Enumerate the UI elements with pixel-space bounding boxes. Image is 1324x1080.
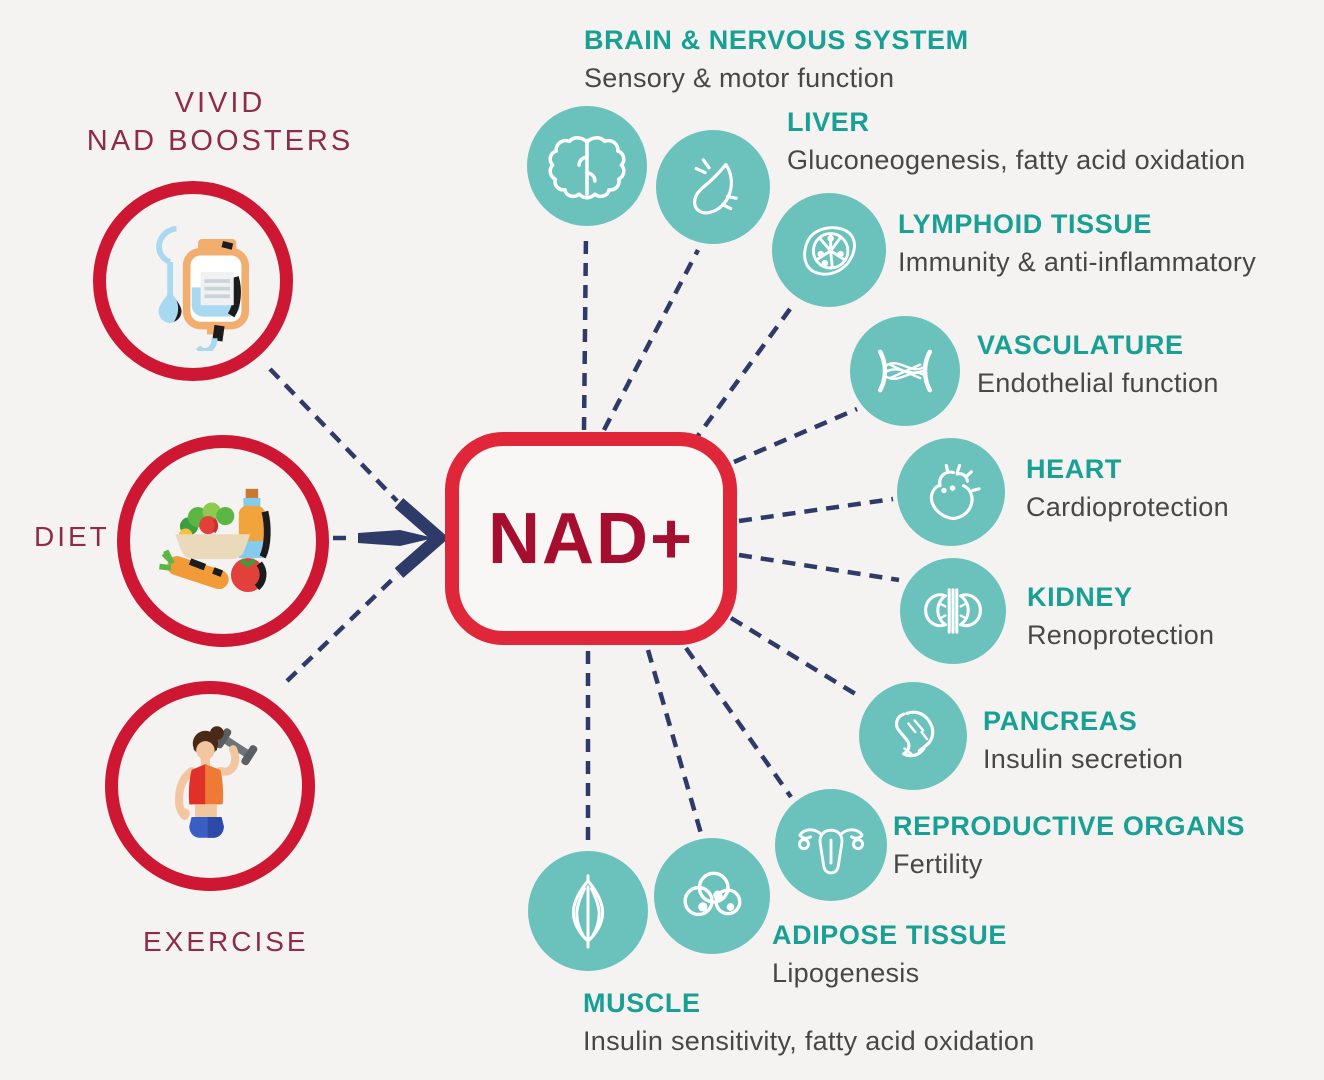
liver-icon	[693, 158, 738, 215]
organ-label-kidney: KIDNEY Renoprotection	[1027, 581, 1214, 653]
organ-name: ADIPOSE TISSUE	[772, 920, 1007, 950]
lymphoid-icon	[803, 226, 856, 276]
organ-label-muscle: MUSCLE Insulin sensitivity, fatty acid o…	[583, 987, 1035, 1059]
organ-label-liver: LIVER Gluconeogenesis, fatty acid oxidat…	[787, 106, 1245, 178]
nad-label: NAD+	[487, 498, 695, 579]
booster-label-exercise: EXERCISE	[143, 926, 309, 957]
booster-label-diet: DIET	[34, 521, 110, 552]
connector-line	[738, 552, 900, 583]
kidney-icon	[924, 588, 982, 634]
pancreas-icon	[894, 710, 935, 758]
organ-function: Endothelial function	[977, 367, 1219, 398]
organ-name: LIVER	[787, 107, 870, 137]
organ-circle-muscle	[528, 851, 648, 971]
connector-line	[285, 572, 400, 683]
organ-function: Fertility	[893, 848, 983, 879]
organ-circle-liver	[656, 130, 770, 244]
organ-circle-brain	[527, 106, 647, 226]
connector-line	[645, 649, 705, 838]
reproductive-organs-icon	[797, 828, 865, 875]
connector-line	[729, 616, 864, 700]
organ-label-pancreas: PANCREAS Insulin secretion	[983, 705, 1183, 777]
organ-circle-reproductive	[775, 789, 887, 901]
connector-line	[581, 231, 589, 431]
connector-line	[268, 367, 399, 503]
heart-icon	[929, 463, 981, 521]
organ-circle-pancreas	[859, 682, 967, 790]
connector-line	[602, 248, 700, 432]
organ-label-adipose: ADIPOSE TISSUE Lipogenesis	[772, 919, 1007, 991]
organ-label-reproductive: REPRODUCTIVE ORGANS Fertility	[893, 810, 1245, 882]
vasculature-icon	[878, 349, 932, 393]
muscle-icon	[571, 874, 605, 949]
organ-circle-vasculature	[850, 316, 960, 426]
organ-name: MUSCLE	[583, 988, 701, 1018]
booster-circle-diet	[117, 435, 329, 647]
organ-name: LYMPHOID TISSUE	[898, 209, 1153, 239]
connector-line	[690, 307, 792, 446]
organ-function: Gluconeogenesis, fatty acid oxidation	[787, 144, 1246, 175]
organ-function: Sensory & motor function	[584, 62, 895, 93]
diet-icon	[159, 488, 271, 592]
organ-circle-heart	[897, 438, 1005, 546]
page-title: VIVID NAD BOOSTERS	[50, 84, 390, 160]
organ-function: Renoprotection	[1027, 619, 1215, 650]
connector-line	[733, 406, 858, 465]
adipose-tissue-icon	[683, 871, 742, 917]
title-line1: VIVID	[174, 87, 266, 119]
organ-label-heart: HEART Cardioprotection	[1026, 453, 1229, 525]
organ-name: VASCULATURE	[977, 330, 1184, 360]
organ-circle-lymphoid	[772, 193, 886, 307]
organ-name: PANCREAS	[983, 706, 1138, 736]
organ-function: Immunity & anti-inflammatory	[898, 246, 1256, 277]
organ-circle-adipose	[654, 838, 770, 954]
brain-icon	[548, 136, 626, 200]
organ-name: HEART	[1026, 454, 1122, 484]
organ-label-brain: BRAIN & NERVOUS SYSTEM Sensory & motor f…	[584, 24, 969, 96]
title-line2: NAD BOOSTERS	[86, 125, 354, 157]
organ-function: Lipogenesis	[772, 957, 920, 988]
organ-label-lymphoid: LYMPHOID TISSUE Immunity & anti-inflamma…	[898, 208, 1256, 280]
connector-line	[738, 496, 894, 524]
arrow-icon	[358, 498, 449, 578]
booster-circle-exercise	[105, 681, 315, 891]
connector-line	[684, 646, 793, 799]
organ-circle-kidney	[900, 558, 1006, 664]
organ-function: Insulin secretion	[983, 743, 1184, 774]
organ-name: KIDNEY	[1027, 582, 1133, 612]
organ-name: BRAIN & NERVOUS SYSTEM	[584, 25, 969, 55]
iv-drip-icon	[156, 225, 249, 351]
exercise-icon	[174, 726, 258, 838]
booster-circle-iv-drip	[93, 181, 293, 381]
organ-function: Cardioprotection	[1026, 491, 1229, 522]
organ-function: Insulin sensitivity, fatty acid oxidatio…	[583, 1025, 1035, 1056]
organ-label-vasculature: VASCULATURE Endothelial function	[977, 329, 1219, 401]
organ-name: REPRODUCTIVE ORGANS	[893, 811, 1245, 841]
nad-box: NAD+	[445, 432, 737, 645]
